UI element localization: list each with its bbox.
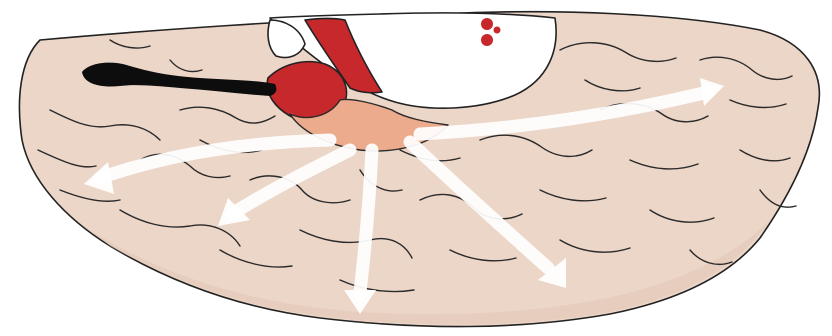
red-dot-top	[481, 18, 493, 30]
red-dot-bottom	[481, 34, 493, 46]
red-dot-small	[494, 27, 501, 34]
